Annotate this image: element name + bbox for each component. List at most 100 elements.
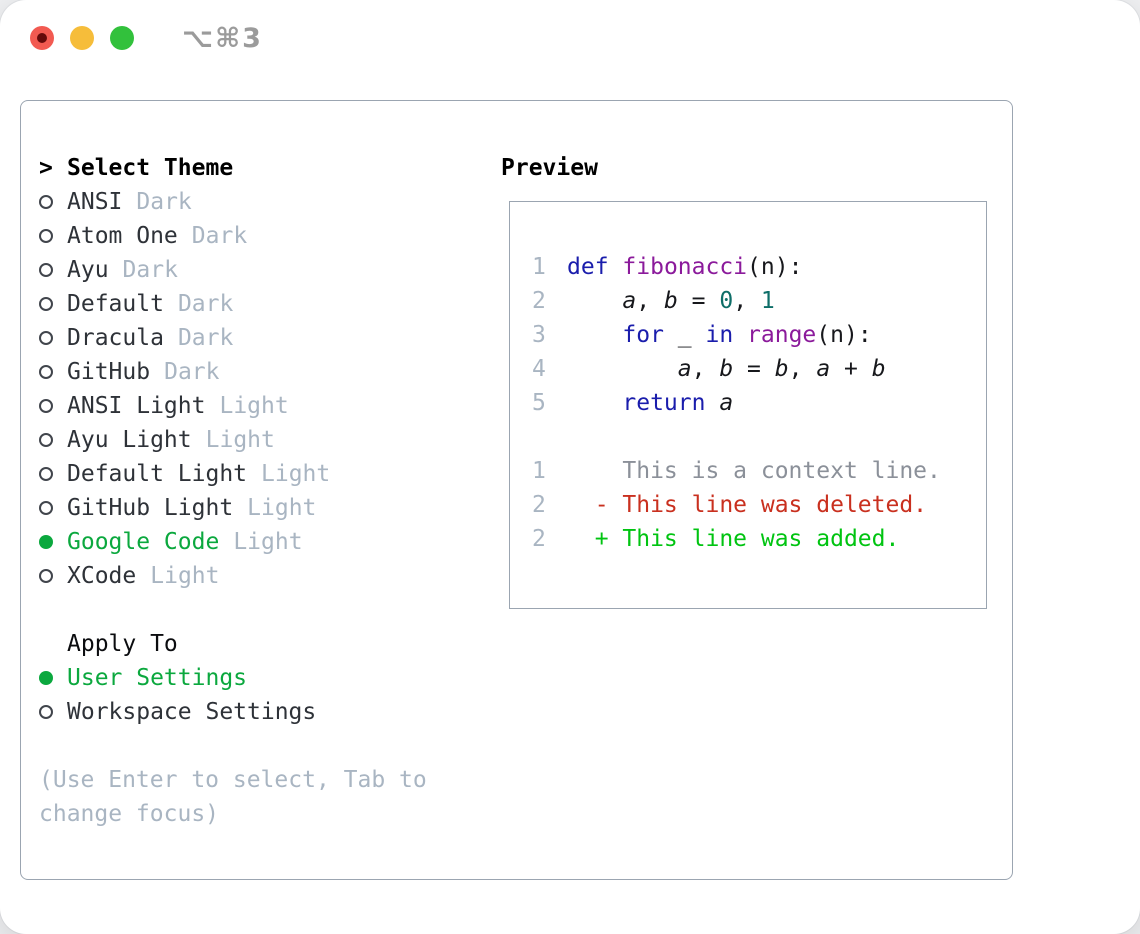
- diff-line-added: 2 + This line was added.: [532, 522, 986, 556]
- code-text: return a: [622, 390, 734, 416]
- line-number: 2: [532, 526, 546, 552]
- radio-icon: [39, 365, 53, 379]
- diff-text: This is a context line.: [567, 458, 941, 484]
- theme-item-label: Google Code: [67, 529, 220, 555]
- theme-variant-label: Light: [247, 495, 317, 521]
- diff-line-context: 1 This is a context line.: [532, 454, 986, 488]
- theme-item-label: Ayu: [67, 257, 109, 283]
- apply-item-label: Workspace Settings: [67, 699, 317, 725]
- radio-selected-icon: [39, 671, 53, 685]
- code-line: 1 def fibonacci(n):: [532, 250, 986, 284]
- close-button[interactable]: [30, 26, 54, 50]
- radio-icon: [39, 399, 53, 413]
- radio-icon: [39, 433, 53, 447]
- blank-line: [532, 420, 986, 454]
- theme-item-label: Dracula: [67, 325, 164, 351]
- theme-variant-label: Dark: [177, 325, 234, 351]
- radio-icon: [39, 331, 53, 345]
- diff-text: - This line was deleted.: [567, 492, 928, 518]
- focus-pointer-icon: >: [39, 155, 53, 181]
- theme-variant-label: Light: [233, 529, 303, 555]
- record-dot-icon: [37, 33, 47, 43]
- code-text: a, b = b, a + b: [677, 356, 886, 382]
- radio-icon: [39, 229, 53, 243]
- theme-item-label: Ayu Light: [67, 427, 192, 453]
- line-number: 1: [532, 458, 546, 484]
- theme-variant-label: Light: [261, 461, 331, 487]
- theme-variant-label: Dark: [136, 189, 192, 215]
- code-line: 3 for _ in range(n):: [532, 318, 986, 352]
- theme-item-ayu-light[interactable]: Ayu Light Light: [39, 423, 501, 457]
- theme-item-label: Atom One: [67, 223, 178, 249]
- theme-picker-header: > Select Theme: [39, 151, 501, 185]
- theme-item-ayu[interactable]: Ayu Dark: [39, 253, 501, 287]
- line-number: 3: [532, 322, 546, 348]
- theme-item-label: Default: [67, 291, 164, 317]
- radio-icon: [39, 195, 53, 209]
- minimize-button[interactable]: [70, 26, 94, 50]
- theme-item-dracula[interactable]: Dracula Dark: [39, 321, 501, 355]
- radio-icon: [39, 501, 53, 515]
- theme-item-label: XCode: [67, 563, 137, 589]
- theme-item-default[interactable]: Default Dark: [39, 287, 501, 321]
- line-number: 2: [532, 288, 546, 314]
- theme-item-label: ANSI: [67, 189, 123, 215]
- theme-variant-label: Light: [219, 393, 289, 419]
- theme-item-ansi[interactable]: ANSI Dark: [39, 185, 501, 219]
- window-titlebar: ⌥⌘3: [0, 0, 1140, 76]
- radio-icon: [39, 569, 53, 583]
- zoom-button[interactable]: [110, 26, 134, 50]
- theme-variant-label: Light: [150, 563, 220, 589]
- radio-icon: [39, 705, 53, 719]
- apply-item-user-settings[interactable]: User Settings: [39, 661, 501, 695]
- radio-icon: [39, 263, 53, 277]
- line-number: 1: [532, 254, 546, 280]
- hint-text: (Use Enter to select, Tab to change focu…: [39, 767, 427, 827]
- radio-selected-icon: [39, 535, 53, 549]
- theme-item-google-code[interactable]: Google Code Light: [39, 525, 501, 559]
- theme-variant-label: Dark: [164, 359, 220, 385]
- apply-to-header: Apply To: [39, 627, 501, 661]
- theme-variant-label: Dark: [191, 223, 248, 249]
- line-number: 2: [532, 492, 546, 518]
- theme-item-label: Default Light: [67, 461, 248, 487]
- theme-item-github-light[interactable]: GitHub Light Light: [39, 491, 501, 525]
- code-line: 4 a, b = b, a + b: [532, 352, 986, 386]
- theme-item-ansi-light[interactable]: ANSI Light Light: [39, 389, 501, 423]
- theme-item-label: GitHub Light: [67, 495, 234, 521]
- diff-text: + This line was added.: [567, 526, 900, 552]
- code-line: 2 a, b = 0, 1: [532, 284, 986, 318]
- line-number: 4: [532, 356, 546, 382]
- line-number: 5: [532, 390, 546, 416]
- code-text: for _ in range(n):: [622, 322, 872, 348]
- code-line: 5 return a: [532, 386, 986, 420]
- theme-item-atom-one[interactable]: Atom One Dark: [39, 219, 501, 253]
- code-text: a, b = 0, 1: [622, 288, 775, 314]
- theme-picker-title: Select Theme: [67, 155, 234, 181]
- apply-item-workspace-settings[interactable]: Workspace Settings: [39, 695, 501, 729]
- apply-to-title: Apply To: [67, 631, 178, 657]
- theme-variant-label: Light: [205, 427, 275, 453]
- diff-line-deleted: 2 - This line was deleted.: [532, 488, 986, 522]
- apply-item-label: User Settings: [67, 665, 248, 691]
- window-title-shortcut: ⌥⌘3: [182, 22, 263, 54]
- diff-sample: 1 This is a context line.2 - This line w…: [532, 454, 986, 556]
- theme-item-default-light[interactable]: Default Light Light: [39, 457, 501, 491]
- theme-item-label: ANSI Light: [67, 393, 206, 419]
- theme-variant-label: Dark: [122, 257, 178, 283]
- theme-item-xcode[interactable]: XCode Light: [39, 559, 501, 593]
- code-text: def fibonacci(n):: [567, 254, 803, 280]
- radio-icon: [39, 467, 53, 481]
- radio-icon: [39, 297, 53, 311]
- theme-variant-label: Dark: [177, 291, 234, 317]
